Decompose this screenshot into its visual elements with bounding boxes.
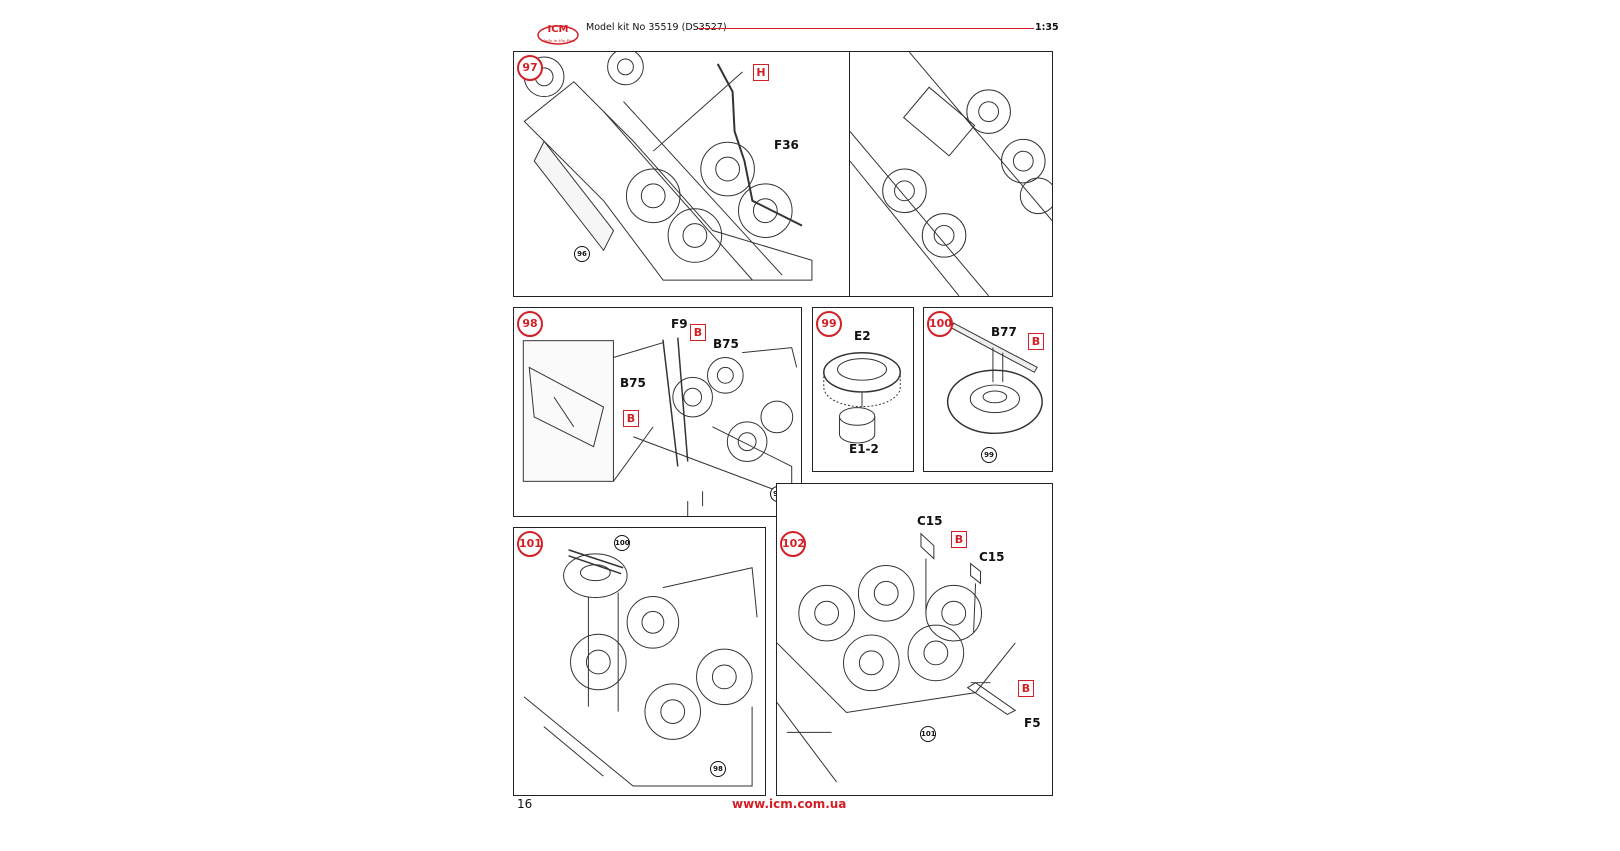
website-link[interactable]: www.icm.com.ua <box>732 797 847 811</box>
step-97-number: 97 <box>517 55 543 81</box>
step-99-label-e1-2: E1-2 <box>849 442 879 456</box>
step-102-tag-b-1: B <box>951 531 967 548</box>
step-98-drawing <box>522 337 798 516</box>
step-97-result-drawing <box>850 52 1052 296</box>
page-number: 16 <box>517 797 533 811</box>
step-97-label-f36: F36 <box>774 138 799 152</box>
step-101-number: 101 <box>517 531 543 557</box>
step-102-label-c15-1: C15 <box>917 514 943 528</box>
step-98-panel: 98 F9 B B75 B75 B 97 <box>513 307 802 517</box>
svg-text:ICM: ICM <box>547 24 568 35</box>
icm-logo: ICM Made in the Past <box>537 24 579 45</box>
step-100-number: 100 <box>927 311 953 337</box>
svg-text:Made in the Past: Made in the Past <box>540 38 576 43</box>
step-101-ref-bottom: 98 <box>710 761 726 777</box>
step-102-tag-b-2: B <box>1018 680 1034 697</box>
step-98-tag-b-1: B <box>690 324 706 341</box>
step-97-result-panel <box>849 51 1053 297</box>
step-102-label-f5: F5 <box>1024 716 1041 730</box>
step-101-ref-top: 100 <box>614 535 630 551</box>
step-97-panel: 97 H F36 96 <box>513 51 850 297</box>
step-97-drawing <box>523 52 813 281</box>
step-97-ref: 96 <box>574 246 590 262</box>
step-98-label-b75-right: B75 <box>713 337 739 351</box>
step-98-tag-b-2: B <box>623 410 639 427</box>
step-98-label-b75-left: B75 <box>620 376 646 390</box>
step-102-panel: 102 C15 B C15 B F5 101 <box>776 483 1053 796</box>
step-99-label-e2: E2 <box>854 329 871 343</box>
step-101-panel: 101 100 98 <box>513 527 766 796</box>
step-98-number: 98 <box>517 311 543 337</box>
header-rule <box>698 28 1034 30</box>
step-99-number: 99 <box>816 311 842 337</box>
step-102-number: 102 <box>780 531 806 557</box>
step-101-drawing <box>523 549 758 787</box>
step-99-drawing <box>823 352 901 444</box>
step-100-panel: 100 B77 B 99 <box>923 307 1053 472</box>
step-102-drawing <box>777 532 1017 783</box>
step-100-label-b77: B77 <box>991 325 1017 339</box>
step-100-drawing <box>946 322 1043 435</box>
step-99-panel: 99 E2 E1-2 <box>812 307 914 472</box>
step-100-tag-b: B <box>1028 333 1044 350</box>
kit-title: Model kit No 35519 (DS3527) <box>586 22 727 33</box>
step-100-ref: 99 <box>981 447 997 463</box>
step-102-ref: 101 <box>920 726 936 742</box>
step-97-tag-h: H <box>753 64 769 81</box>
scale: 1:35 <box>1035 22 1059 33</box>
step-98-label-f9: F9 <box>671 317 688 331</box>
step-102-label-c15-2: C15 <box>979 550 1005 564</box>
